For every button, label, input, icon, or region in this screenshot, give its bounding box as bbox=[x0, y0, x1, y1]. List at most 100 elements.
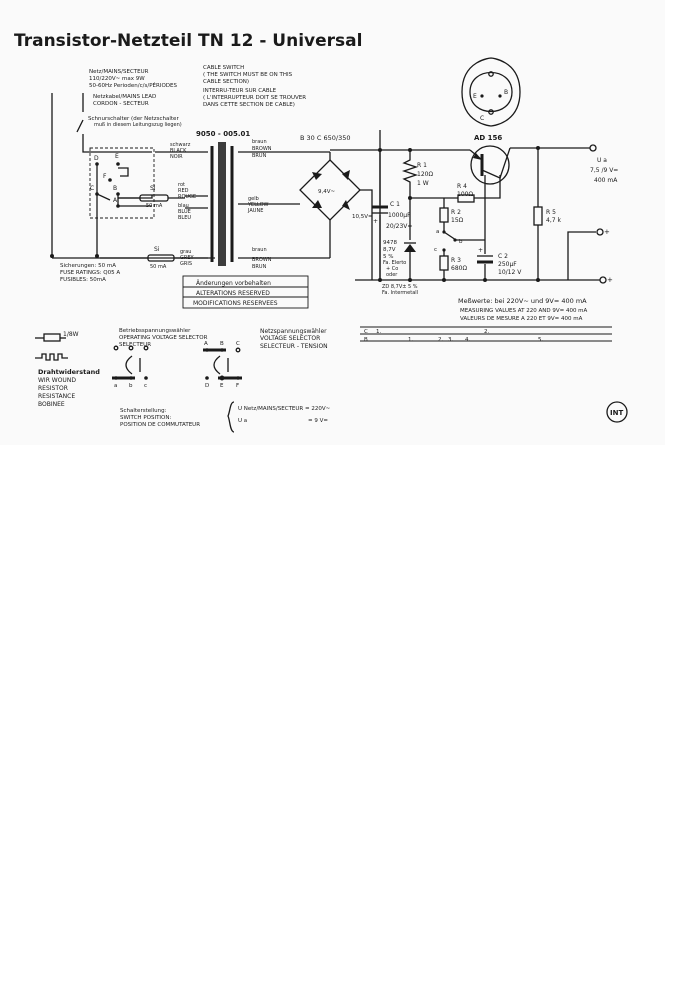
wire-brown-bottom-de: braun bbox=[252, 247, 267, 253]
wire-brown-bottom-en: BROWN bbox=[252, 257, 272, 263]
switch-position-note: Schalterstellung: SWITCH POSITION: POSIT… bbox=[120, 401, 331, 433]
mains-sel-bottom-e: E bbox=[220, 383, 224, 389]
c2-voltage: 10/12 V bbox=[498, 269, 522, 276]
output-voltage: 7,5 /9 V= bbox=[590, 167, 618, 174]
measure-de: Meßwerte: bei 220V~ und 9V= 400 mA bbox=[458, 297, 587, 305]
legend-resistor-rating: 1/8W bbox=[63, 331, 79, 338]
cable-switch-en-3: CABLE SECTION) bbox=[203, 79, 249, 85]
r4-label: R 4 bbox=[457, 183, 467, 190]
wirewound-en-2: RESISTOR bbox=[38, 385, 68, 392]
zener-or: oder bbox=[386, 272, 398, 278]
table-row-c-cell-2: 2. bbox=[484, 329, 489, 335]
zener-alternative-maker: Fa. Intermetall bbox=[382, 290, 418, 296]
pin-e: E bbox=[473, 93, 477, 100]
switch-contact-a: a bbox=[436, 229, 439, 235]
terminal-e: E bbox=[115, 153, 119, 160]
fuse-ratings-de: Sicherungen: 50 mA bbox=[60, 263, 116, 269]
wire-brown-top-en: BROWN bbox=[252, 146, 272, 152]
wire-grey-en: GREY bbox=[180, 255, 195, 261]
measuring-values: Meßwerte: bei 220V~ und 9V= 400 mA MEASU… bbox=[458, 297, 588, 322]
switch-position-en: SWITCH POSITION: bbox=[120, 415, 171, 421]
alterations-de: Änderungen vorbehalten bbox=[196, 280, 271, 287]
cable-switch-en-2: ( THE SWITCH MUST BE ON THIS bbox=[203, 72, 293, 78]
title: Transistor-Netzteil TN 12 - Universal bbox=[14, 31, 362, 51]
wirewound-fr-2: BOBINEE bbox=[38, 401, 65, 408]
ac-voltage: 9,4V~ bbox=[318, 189, 336, 195]
transformer-type: 9050 - 005.01 bbox=[196, 130, 250, 138]
output-terminals: U a 7,5 /9 V= 400 mA + + bbox=[567, 144, 618, 284]
op-sel-c: c bbox=[144, 383, 147, 389]
switch-pos-ua: U a bbox=[238, 418, 247, 424]
r5-label: R 5 bbox=[546, 209, 556, 216]
wire-red-en: RED bbox=[178, 188, 189, 194]
measure-fr: VALEURS DE MESURE A 220 ET 9V= 400 mA bbox=[460, 316, 583, 322]
zener-voltage: 8,7V bbox=[383, 247, 396, 253]
mains-rating: 110/220V~ max 9W bbox=[89, 76, 145, 82]
capacitor-c1: + C 1 1000µF 20/23V= bbox=[372, 150, 412, 280]
logo-text: INT bbox=[610, 409, 623, 417]
zener-alternative: ZD 8,7V± 5 % bbox=[382, 284, 418, 290]
terminal-f: F bbox=[103, 173, 107, 180]
alterations-fr: MODIFICATIONS RESERVEES bbox=[193, 300, 278, 307]
mains-label: Netz/MAINS/SECTEUR bbox=[89, 69, 149, 75]
switch-contact-c: c bbox=[434, 247, 437, 253]
mains-frequency: 50-60Hz Perioden/c/s/PÉRIODES bbox=[89, 81, 177, 89]
schematic-sheet bbox=[0, 0, 665, 445]
op-sel-b: b bbox=[129, 383, 133, 389]
wirewound-de: Drahtwiderstand bbox=[38, 368, 100, 376]
table-row-b-cell-2: 2. bbox=[438, 337, 443, 343]
cable-switch-fr-3: DANS CETTE SECTION DE CABLE) bbox=[203, 102, 295, 108]
op-sel-a: a bbox=[114, 383, 117, 389]
op-selector-fr: SELECTEUR bbox=[119, 342, 151, 348]
c1-plus-sign: + bbox=[373, 218, 378, 225]
bias-network: R 4 100Ω R 2 15Ω a b c R 3 680Ω + C 2 25… bbox=[410, 175, 522, 280]
dc-voltage: 10,5V= bbox=[352, 214, 373, 220]
wire-red-fr: ROUGE bbox=[178, 194, 196, 200]
fuse-1-value: 50 mA bbox=[146, 203, 163, 209]
terminal-b: B bbox=[113, 185, 117, 192]
c1-capacitance: 1000µF bbox=[388, 212, 411, 219]
operating-voltage-selector: Betriebsspannungswähler OPERATING VOLTAG… bbox=[112, 328, 208, 389]
fuse-ratings-fr: FUSIBLES: 50mA bbox=[60, 277, 106, 283]
c2-plus-sign: + bbox=[478, 247, 483, 254]
mains-selector-de: Netzspannungswähler bbox=[260, 328, 327, 335]
resistor-r1: R 1 120Ω 1 W bbox=[401, 150, 433, 190]
wire-grey-fr: GRIS bbox=[180, 261, 192, 267]
op-selector-en: OPERATING VOLTAGE SELECTOR bbox=[119, 335, 208, 341]
wire-yellow-de: gelb bbox=[248, 196, 259, 202]
alterations-en: ALTERATIONS RESERVED bbox=[196, 290, 270, 297]
mains-selector-en: VOLTAGE SELECTOR bbox=[260, 335, 320, 342]
c1-voltage: 20/23V= bbox=[386, 223, 412, 230]
mains-sel-bottom-f: F bbox=[236, 383, 239, 389]
c1-label: C 1 bbox=[390, 201, 400, 208]
zener-maker: Fa. Elerto bbox=[383, 260, 406, 266]
r4-value: 100Ω bbox=[457, 191, 473, 198]
pin-c: C bbox=[480, 115, 484, 122]
table-row-c-cell-1: 1. bbox=[376, 329, 381, 335]
pin-b: B bbox=[504, 89, 508, 96]
terminal-a: A bbox=[113, 197, 118, 204]
wirewound-en: WIR WOUND bbox=[38, 377, 76, 384]
alterations-box: Änderungen vorbehalten ALTERATIONS RESER… bbox=[182, 275, 309, 309]
cable-switch-fr-1: INTERRU-TEUR SUR CABLE bbox=[203, 88, 277, 94]
zener-type: 9478 bbox=[383, 240, 397, 246]
table-row-b-cell-1: 1. bbox=[408, 337, 413, 343]
cord-switch-de-note: muß in diesem Leitungszug liegen) bbox=[94, 122, 182, 128]
fuse-2-symbol: Si bbox=[154, 246, 160, 253]
switch-pos-ua-value: = 9 V= bbox=[308, 418, 328, 424]
transistor-type: AD 156 bbox=[474, 134, 502, 142]
legend: 1/8W Drahtwiderstand WIR WOUND RESISTOR … bbox=[35, 331, 100, 408]
terminal-d: D bbox=[94, 155, 99, 162]
r1-value: 120Ω bbox=[417, 171, 433, 178]
mains-sel-top-b: B bbox=[220, 341, 224, 347]
measure-en: MEASURING VALUES AT 220 AND 9V= 400 mA bbox=[460, 308, 588, 314]
output-label: U a bbox=[597, 157, 607, 164]
mains-sel-bottom-d: D bbox=[205, 383, 209, 389]
r2-label: R 2 bbox=[451, 209, 461, 216]
transistor-ad156: AD 156 E B C bbox=[461, 57, 521, 185]
int-logo: INT bbox=[606, 401, 628, 423]
terminal-c: C bbox=[90, 185, 94, 192]
switch-position-table: C 1. 2. B 1. 2. 3. 4. 5. bbox=[360, 326, 612, 343]
switch-position-de: Schalterstellung: bbox=[120, 408, 167, 414]
mains-sel-top-a: A bbox=[204, 341, 208, 347]
